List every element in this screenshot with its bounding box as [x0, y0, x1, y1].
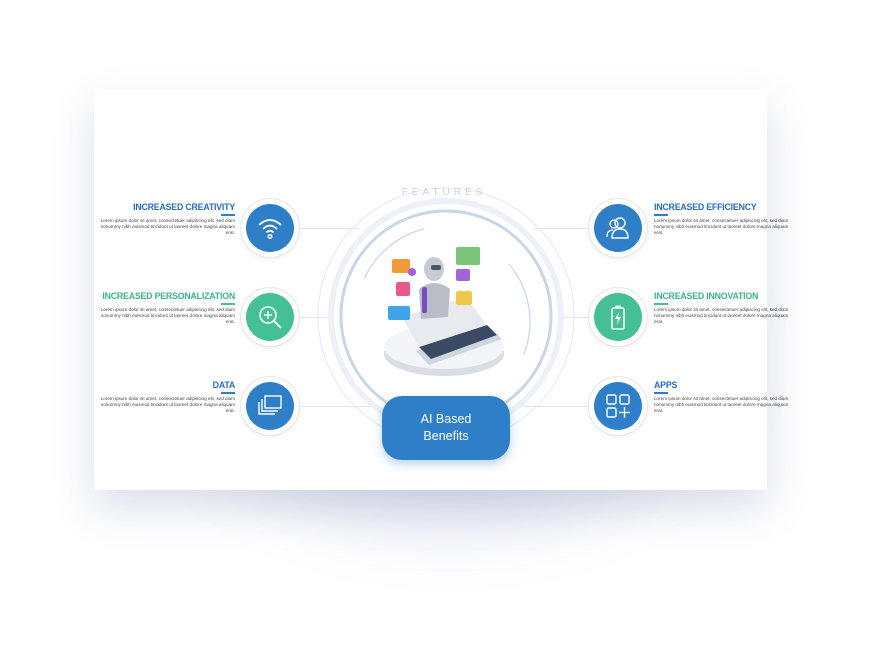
arc-accent	[508, 263, 531, 355]
innovation-node[interactable]	[589, 288, 647, 346]
efficiency-text: INCREASED EFFICIENCY Lorem ipsum dolor s…	[654, 202, 789, 236]
badge-line-1: AI Based	[420, 412, 472, 426]
center-graphic	[317, 187, 575, 445]
personalization-title: INCREASED PERSONALIZATION	[102, 291, 235, 301]
creativity-node[interactable]	[241, 199, 299, 257]
personalization-description: Lorem ipsum dolor sit amet, consectetuer…	[100, 307, 235, 324]
title-underline	[654, 214, 668, 216]
apps-icon	[606, 394, 630, 418]
ai-robot-illustration	[384, 247, 504, 376]
connector-line	[534, 228, 589, 229]
creativity-text: INCREASED CREATIVITY Lorem ipsum dolor s…	[100, 202, 236, 236]
data-text: DATA Lorem ipsum dolor sit amet, consect…	[100, 380, 236, 414]
apps-description: Lorem ipsum dolor sit amet, consectetuer…	[654, 396, 789, 413]
connector-line	[504, 406, 589, 407]
title-underline	[654, 303, 668, 305]
innovation-text: INCREASED INNOVATION Lorem ipsum dolor s…	[654, 291, 789, 325]
creativity-description: Lorem ipsum dolor sit amet, consectetuer…	[100, 218, 235, 235]
title-underline	[221, 214, 235, 216]
apps-node[interactable]	[589, 377, 647, 435]
innovation-title: INCREASED INNOVATION	[654, 291, 759, 301]
innovation-description: Lorem ipsum dolor sit amet, consectetuer…	[654, 307, 789, 324]
features-label: FEATURES	[401, 187, 487, 198]
badge-line-2: Benefits	[423, 429, 469, 443]
data-description: Lorem ipsum dolor sit amet, consectetuer…	[100, 396, 235, 413]
title-underline	[221, 303, 235, 305]
arc-accent	[363, 228, 425, 280]
layers-icon	[258, 395, 282, 415]
apps-title: APPS	[654, 380, 678, 390]
zoom-in-icon	[259, 306, 282, 329]
personalization-node[interactable]	[241, 288, 299, 346]
efficiency-node[interactable]	[589, 199, 647, 257]
connector-line	[299, 406, 389, 407]
apps-text: APPS Lorem ipsum dolor sit amet, consect…	[654, 380, 789, 414]
wifi-icon	[258, 219, 282, 240]
title-underline	[221, 392, 235, 394]
efficiency-description: Lorem ipsum dolor sit amet, consectetuer…	[654, 218, 789, 235]
battery-icon	[611, 305, 625, 330]
data-title: DATA	[212, 380, 236, 390]
slide: FEATURES AI Based Benefits	[94, 89, 788, 490]
connector-line	[299, 228, 359, 229]
title-underline	[654, 392, 668, 394]
efficiency-title: INCREASED EFFICIENCY	[654, 202, 757, 212]
data-node[interactable]	[241, 377, 299, 435]
ai-benefits-badge[interactable]: AI Based Benefits	[382, 396, 510, 460]
personalization-text: INCREASED PERSONALIZATION Lorem ipsum do…	[100, 291, 236, 325]
users-icon	[606, 217, 629, 239]
creativity-title: INCREASED CREATIVITY	[133, 202, 235, 212]
